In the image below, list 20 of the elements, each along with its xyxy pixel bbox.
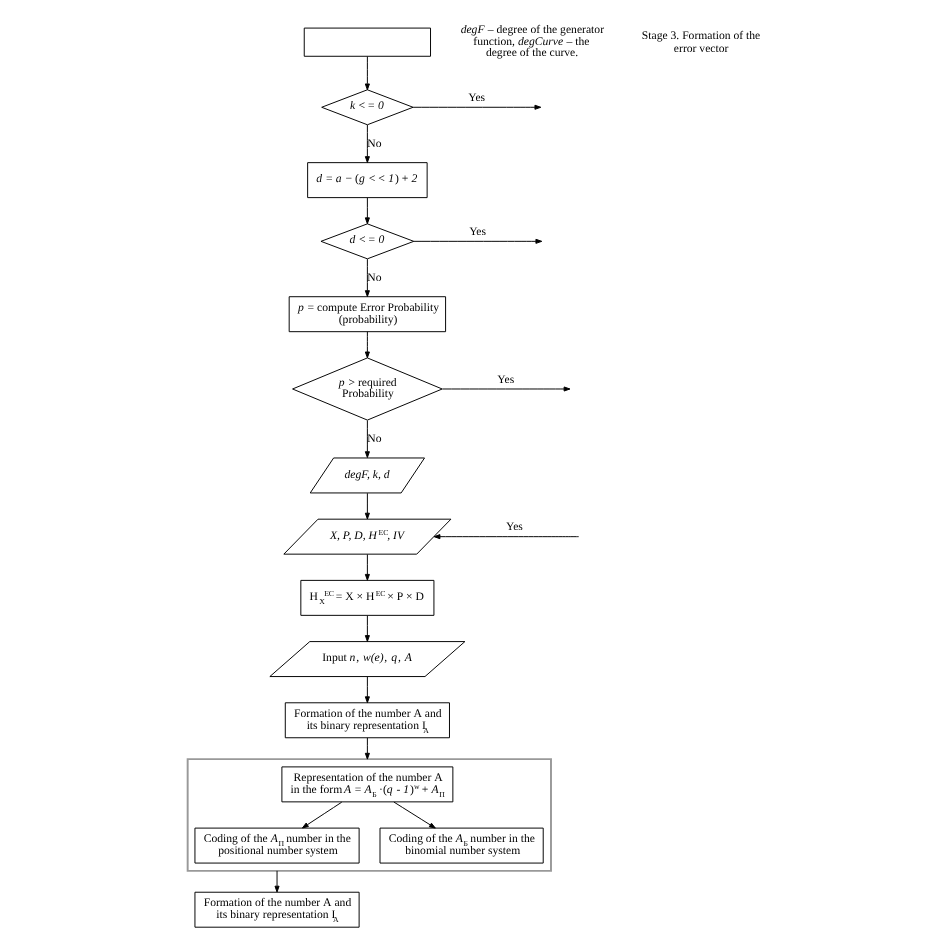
arrow <box>364 676 370 704</box>
cluster <box>186 758 552 872</box>
arrow <box>364 258 370 297</box>
arrow <box>274 870 280 893</box>
arrow <box>364 56 370 91</box>
arrow <box>364 737 370 760</box>
arrow <box>413 238 543 244</box>
arrow <box>364 492 370 520</box>
arrow <box>301 801 343 829</box>
arrow <box>364 197 370 225</box>
arrow <box>364 124 370 163</box>
arrow <box>441 386 571 392</box>
node-box <box>303 27 431 57</box>
arrow <box>364 553 370 581</box>
arrow <box>412 104 542 110</box>
arrow <box>433 534 580 540</box>
arrow <box>364 331 370 359</box>
arrow <box>393 801 436 829</box>
arrow <box>364 615 370 642</box>
arrow <box>364 420 370 458</box>
